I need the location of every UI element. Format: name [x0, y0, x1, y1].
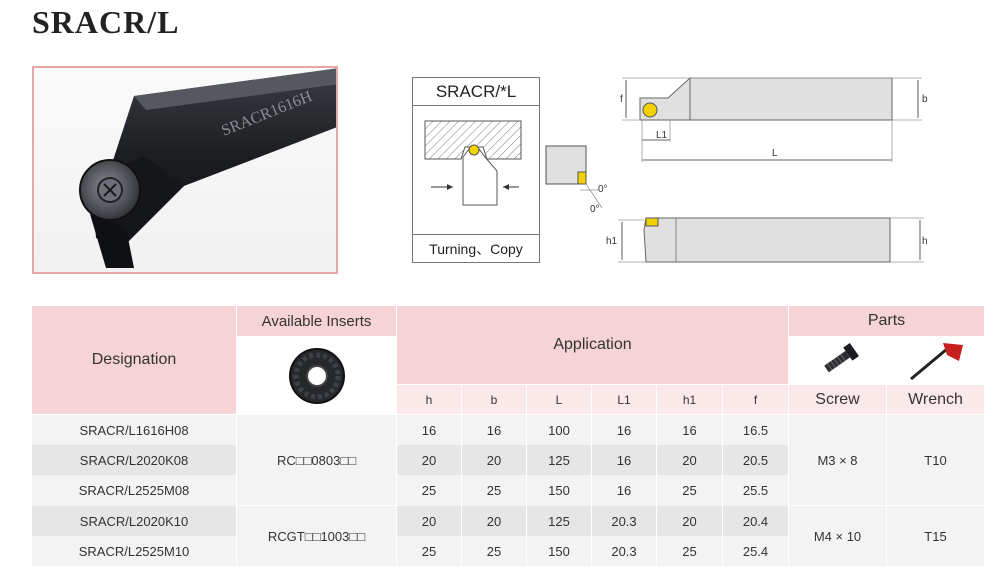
insert-group-08: RC□□0803□□ [237, 415, 396, 505]
cell-l1: 16 [592, 475, 656, 506]
table-row-designation: SRACR/L1616H08 [32, 415, 236, 445]
screw-group-2: M4 × 10 [789, 506, 886, 566]
schematic-box: SRACR/*L Turning、Copy [412, 77, 540, 263]
col-h1-header: h1 [657, 385, 722, 414]
designation-column: SRACR/L1616H08 SRACR/L2020K08 SRACR/L252… [32, 415, 236, 566]
table-row-designation: SRACR/L2020K10 [32, 506, 236, 536]
cell-b: 25 [462, 475, 526, 506]
table-row-designation: SRACR/L2020K08 [32, 445, 236, 475]
application-grid: 16 16 100 16 16 16.5 20 20 125 16 20 20.… [397, 415, 788, 566]
dimension-drawing [545, 76, 924, 263]
cell-f: 20.4 [723, 506, 788, 536]
dim-h1-label: h1 [606, 236, 618, 247]
page-title: SRACR/L [32, 4, 180, 40]
wrench-header: Wrench [887, 385, 984, 414]
cell-h1: 20 [657, 445, 722, 475]
col-f-header: f [723, 385, 788, 414]
round-insert-icon [288, 347, 345, 404]
cell-l: 100 [527, 415, 591, 445]
cell-h1: 20 [657, 506, 722, 536]
table-row-designation: SRACR/L2525M10 [32, 536, 236, 566]
dim-angle-label-2: 0° [590, 204, 600, 215]
product-photo: SRACR1616H [32, 66, 338, 274]
cell-f: 20.5 [723, 445, 788, 475]
wrench-group-2: T15 [887, 506, 984, 566]
screw-icon [823, 342, 859, 372]
cell-l: 125 [527, 506, 591, 536]
cell-l: 150 [527, 475, 591, 506]
tool-holder-image: SRACR1616H [79, 68, 336, 268]
cell-h: 25 [397, 536, 461, 566]
cell-l1: 20.3 [592, 506, 656, 536]
cell-h1: 25 [657, 536, 722, 566]
cell-l1: 16 [592, 415, 656, 445]
screw-image [789, 337, 886, 384]
cell-h: 20 [397, 445, 461, 475]
cell-f: 25.4 [723, 536, 788, 566]
cell-f: 16.5 [723, 415, 788, 445]
dim-b-label: b [922, 94, 928, 105]
cell-b: 20 [462, 506, 526, 536]
cell-l1: 20.3 [592, 536, 656, 566]
schematic-header: SRACR/*L [413, 78, 539, 106]
col-l1-header: L1 [592, 385, 656, 414]
dim-l1-label: L1 [656, 130, 668, 141]
schematic-footer: Turning、Copy [413, 234, 539, 262]
table-row-designation: SRACR/L2525M08 [32, 475, 236, 506]
schematic-drawing [424, 120, 522, 206]
screw-header: Screw [789, 385, 886, 414]
application-header: Application [397, 306, 788, 384]
cell-h1: 25 [657, 475, 722, 506]
screw-group-1: M3 × 8 [789, 415, 886, 505]
cell-b: 25 [462, 536, 526, 566]
dim-f-label: f [620, 94, 623, 105]
cell-l1: 16 [592, 445, 656, 475]
dim-angle-label: 0° [598, 184, 608, 195]
parts-header: Parts [789, 306, 984, 336]
cell-l: 125 [527, 445, 591, 475]
cell-h1: 16 [657, 415, 722, 445]
torx-wrench-icon [909, 342, 963, 380]
col-b-header: b [462, 385, 526, 414]
cell-h: 25 [397, 475, 461, 506]
designation-header: Designation [32, 306, 236, 414]
col-l-header: L [527, 385, 591, 414]
dim-h-label: h [922, 236, 928, 247]
insert-image [237, 337, 396, 414]
specification-table: Designation Available Inserts Applicatio… [32, 306, 984, 566]
inserts-header: Available Inserts [237, 306, 396, 336]
insert-group-10: RCGT□□1003□□ [237, 506, 396, 566]
wrench-image [887, 337, 984, 384]
cell-b: 16 [462, 415, 526, 445]
cell-f: 25.5 [723, 475, 788, 506]
dim-l-label: L [772, 148, 778, 159]
cell-h: 20 [397, 506, 461, 536]
cell-b: 20 [462, 445, 526, 475]
wrench-group-1: T10 [887, 415, 984, 505]
cell-l: 150 [527, 536, 591, 566]
cell-h: 16 [397, 415, 461, 445]
col-h-header: h [397, 385, 461, 414]
